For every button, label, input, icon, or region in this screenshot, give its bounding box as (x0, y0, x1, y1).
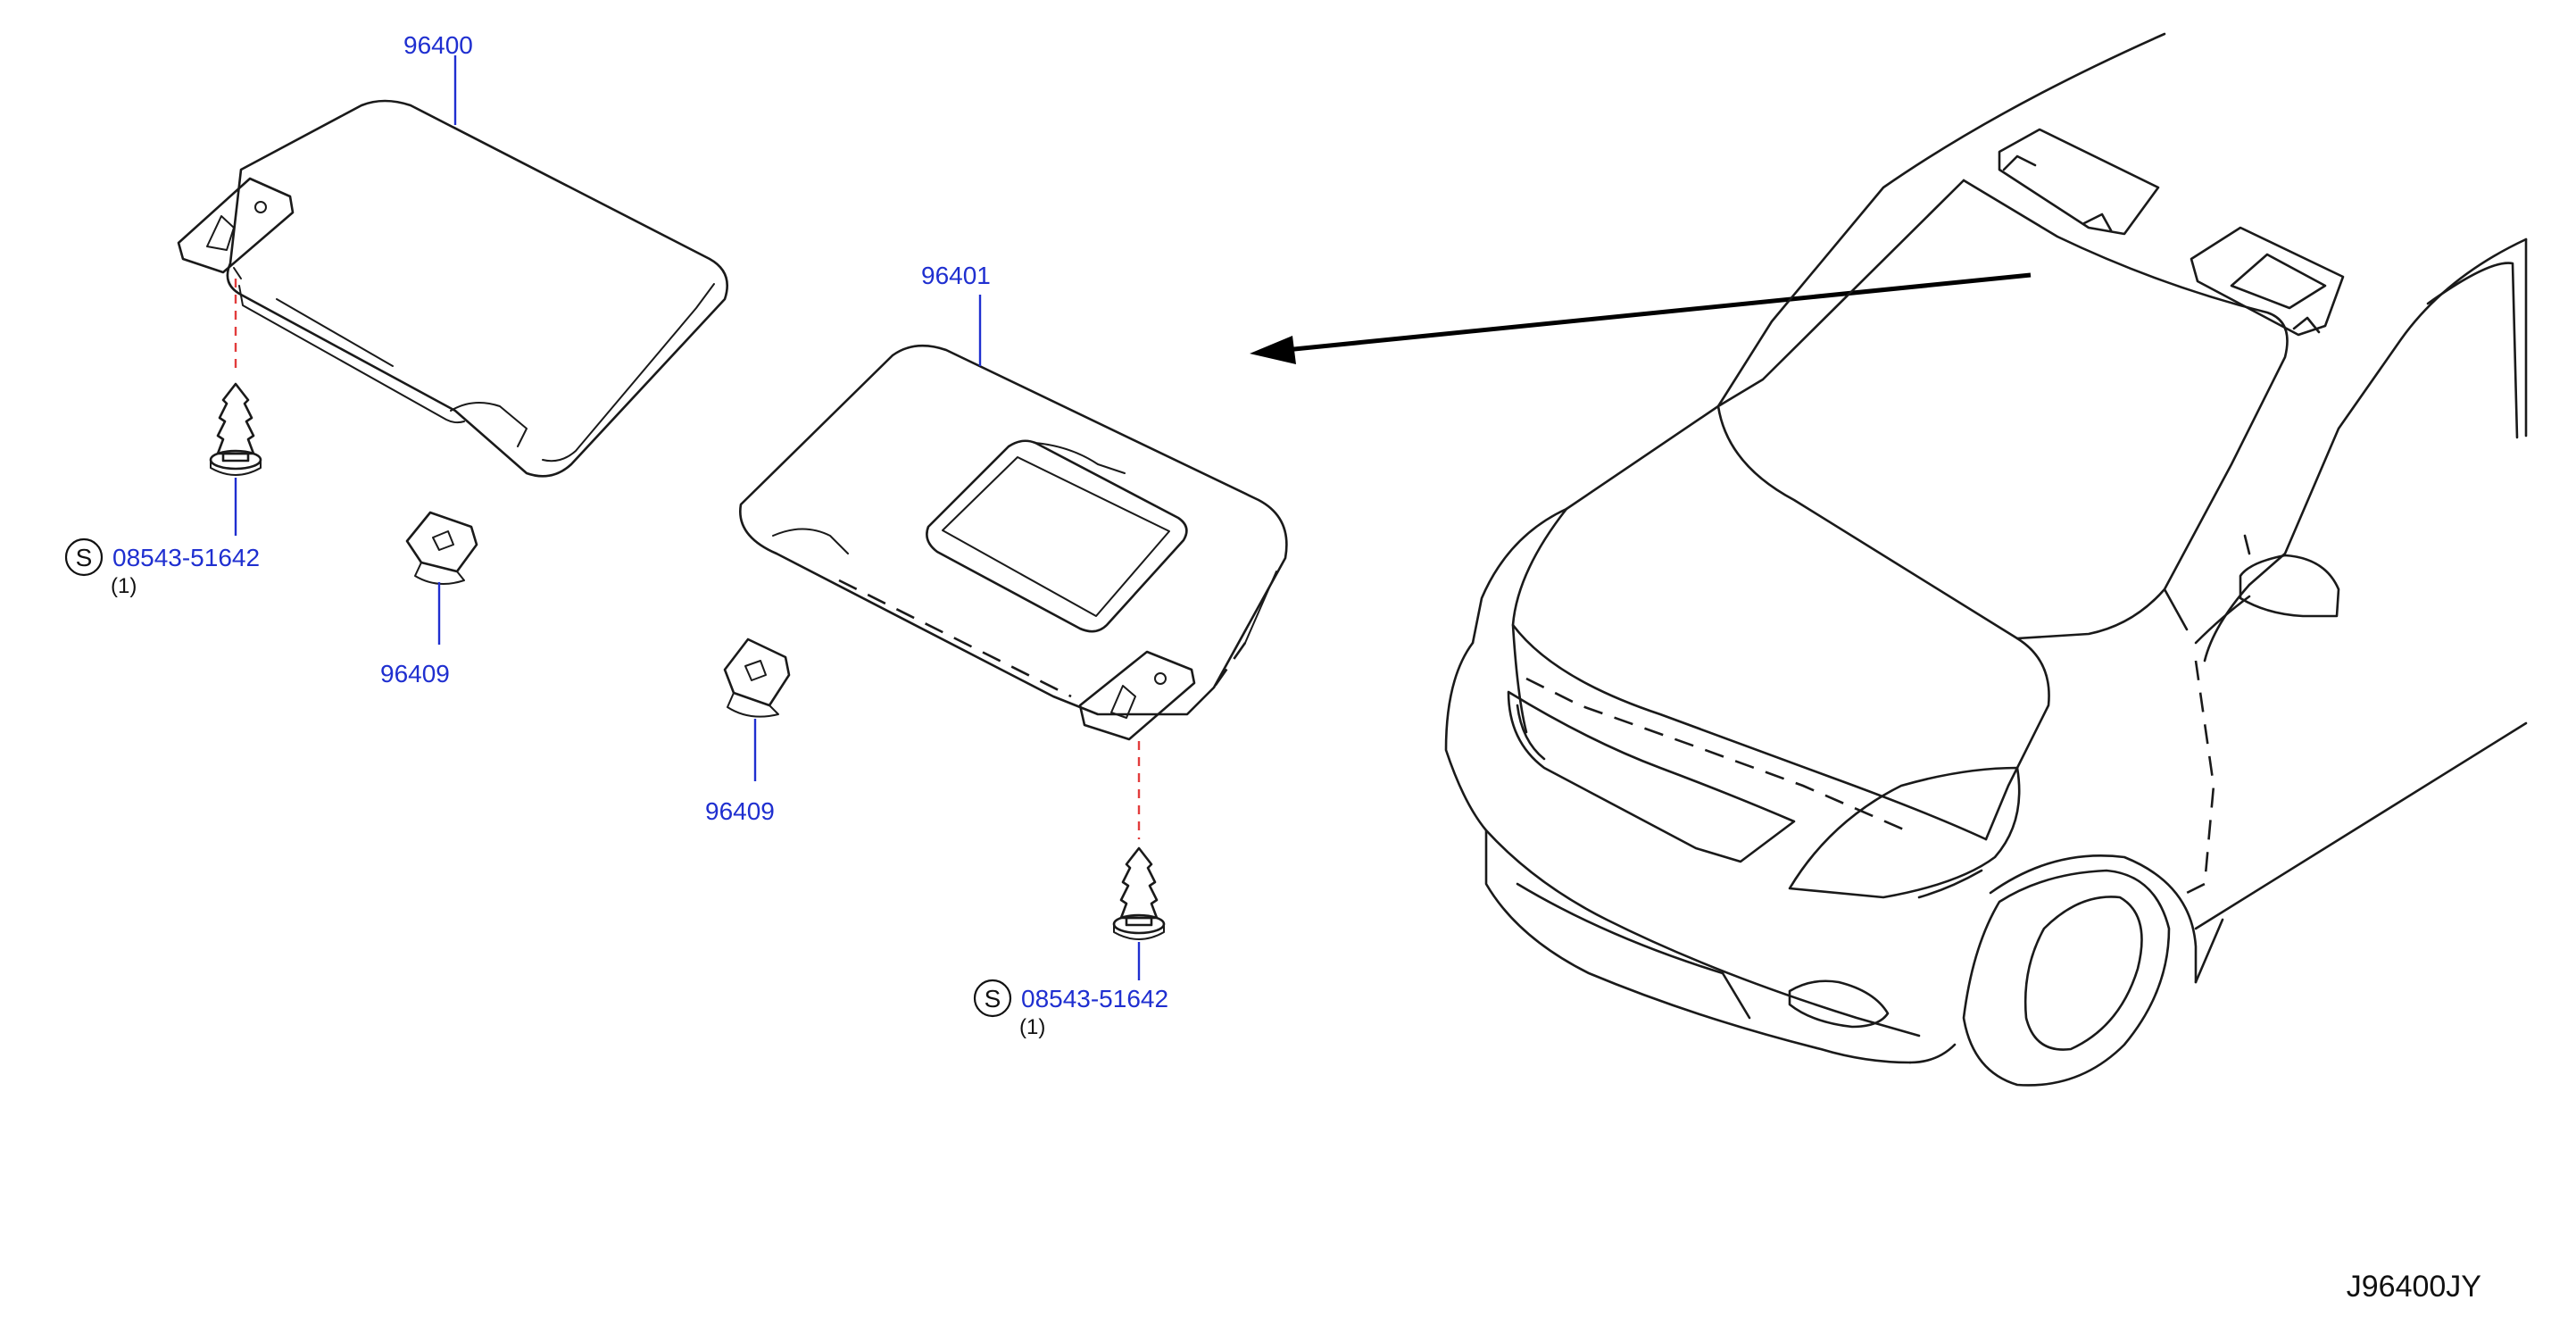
quantity-screw-left: (1) (111, 574, 137, 598)
visor-holder-left[interactable] (405, 511, 478, 585)
diagram-code: J96400JY (2347, 1270, 2481, 1304)
part-number-holder-right[interactable]: 96409 (705, 797, 775, 825)
vehicle-outline (1444, 32, 2528, 1087)
visor-clip-right (1078, 650, 1196, 741)
s-badge-right: S (985, 985, 1001, 1012)
sun-visor-left[interactable] (226, 99, 728, 478)
s-badge-left: S (76, 544, 93, 571)
part-number-screw-right: 08543-51642 (1021, 985, 1168, 1012)
part-number-visor-left[interactable]: 96400 (403, 31, 473, 59)
part-number-screw-left: 08543-51642 (112, 544, 260, 571)
visor-clip-left (177, 177, 295, 279)
visor-holder-right[interactable] (723, 638, 791, 718)
location-arrow (1250, 272, 2032, 364)
sun-visor-right[interactable] (739, 344, 1288, 716)
quantity-screw-right: (1) (1019, 1015, 1045, 1039)
part-number-visor-right[interactable]: 96401 (921, 262, 991, 289)
screw-right-icon (1112, 846, 1166, 940)
screw-left-icon (209, 382, 262, 476)
part-number-holder-left[interactable]: 96409 (380, 660, 450, 688)
vanity-mirror (926, 439, 1188, 633)
callout-screw-left[interactable]: S 08543-51642 (1) (64, 538, 260, 598)
callout-screw-right[interactable]: S 08543-51642 (1) (973, 979, 1168, 1039)
